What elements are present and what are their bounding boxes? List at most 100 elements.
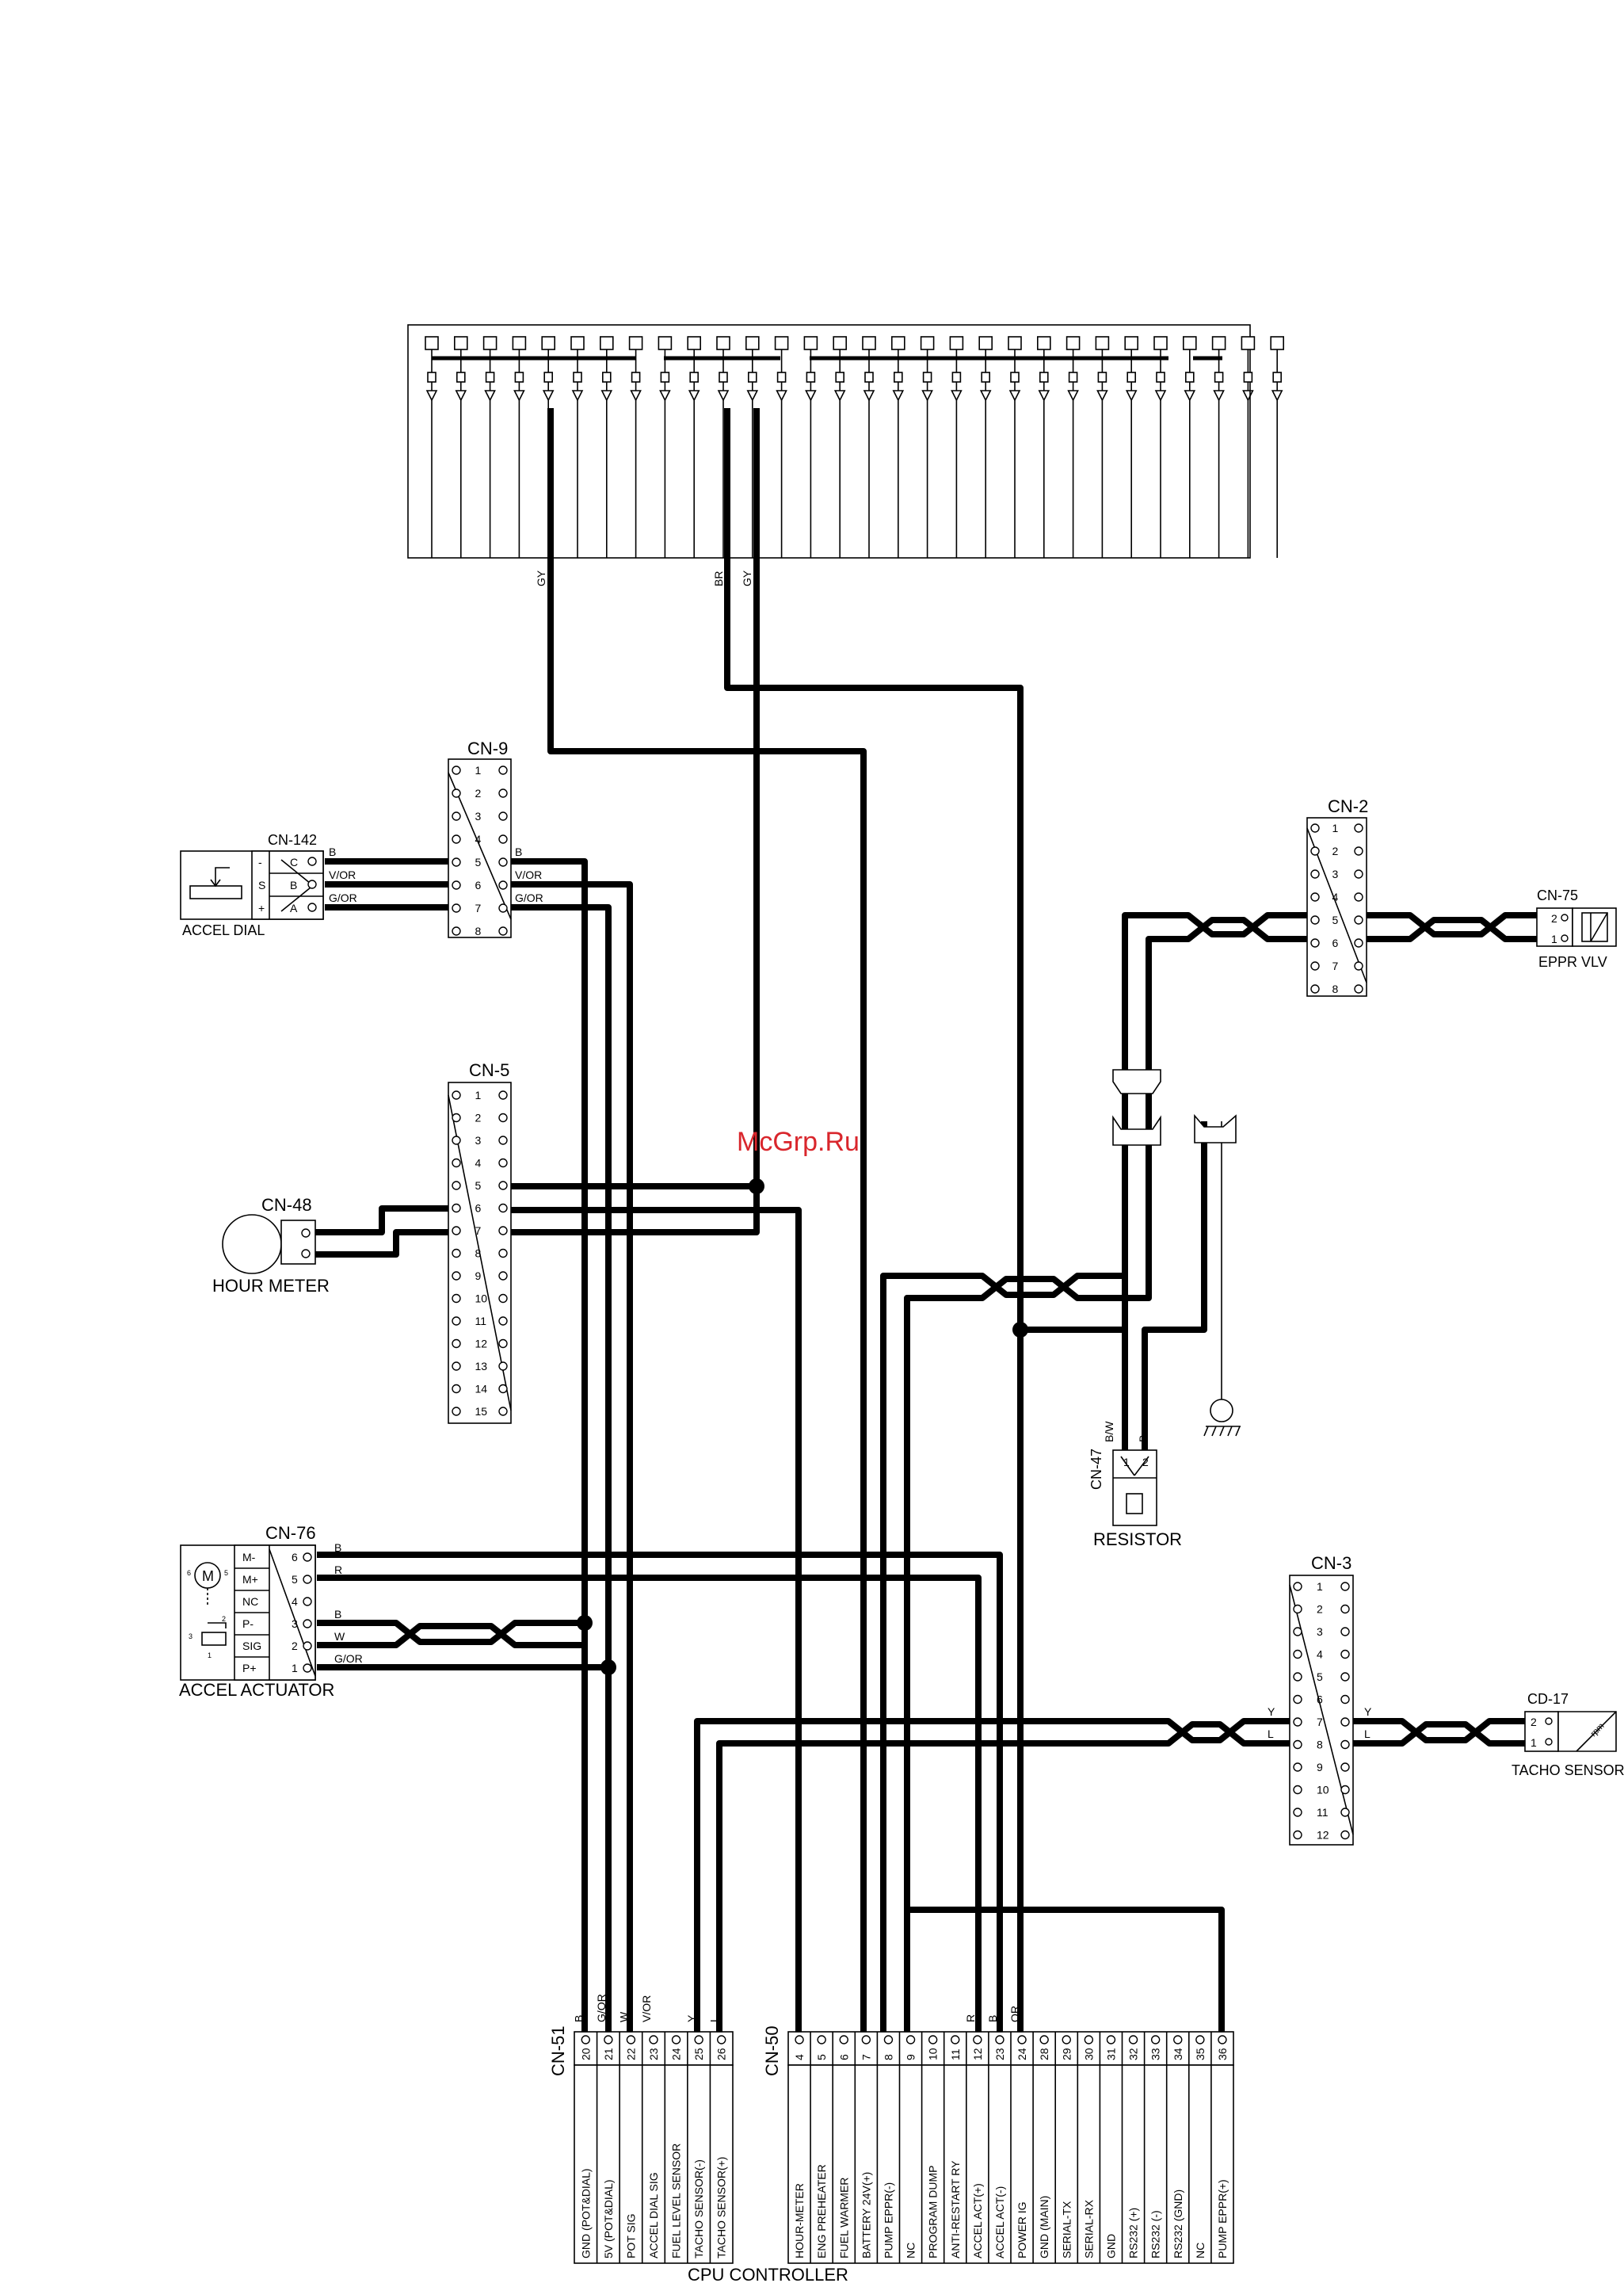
fuse-terminal <box>745 336 760 350</box>
cn5-pin-number: 11 <box>475 1315 487 1327</box>
cd17-pin-2: 2 <box>1531 1716 1537 1728</box>
fuse-terminal <box>978 336 993 350</box>
cn50-pin-number: 29 <box>1060 2048 1073 2060</box>
cn50-pin-hole <box>1062 2035 1071 2044</box>
fuse-element <box>864 372 874 383</box>
cn9-label: CN-9 <box>467 739 508 758</box>
fuse-element <box>1010 372 1020 383</box>
cn2-pin-hole <box>1354 869 1363 879</box>
cn5-pin-number: 12 <box>475 1338 488 1350</box>
cn3-pin-hole <box>1293 1717 1302 1727</box>
cn50-pin-name: ANTI-RESTART RY <box>949 2160 962 2258</box>
cn3-pin-hole <box>1340 1785 1350 1795</box>
cn76-pin-hole <box>303 1663 312 1673</box>
cn2-pin-hole <box>1354 961 1363 971</box>
cn5-pin-hole <box>452 1271 461 1281</box>
fuse-terminal <box>1066 336 1081 350</box>
cn50-pin-name: HOUR-METER <box>793 2183 806 2258</box>
cn50-pin-number: 8 <box>882 2054 894 2060</box>
fuse-terminal <box>541 336 556 350</box>
cn5-pin-number: 2 <box>475 1112 482 1124</box>
cn50-pin-hole <box>1173 2035 1183 2044</box>
fuse-element <box>747 372 757 383</box>
cn5-pin-hole <box>452 1361 461 1371</box>
cn76-signal-name: P+ <box>242 1662 257 1674</box>
cn50-pin-number: 35 <box>1194 2048 1207 2060</box>
accel-dial-label: ACCEL DIAL <box>182 922 265 938</box>
hour-meter: CN-48 HOUR METER <box>212 1195 330 1296</box>
cn5-pin-number: 3 <box>475 1134 482 1147</box>
cn5-pin-hole <box>452 1248 461 1258</box>
cn76-pin-number: 4 <box>292 1595 298 1608</box>
cn3-pin-number: 5 <box>1317 1670 1323 1683</box>
cn3-pin-hole <box>1340 1604 1350 1614</box>
cn9-pin-number: 6 <box>475 879 482 891</box>
cn9-pin-hole <box>498 834 508 844</box>
cn3-pin-hole <box>1293 1739 1302 1750</box>
cn51-pin-name: TACHO SENSOR(-) <box>692 2159 705 2258</box>
cn5-pin-number: 5 <box>475 1179 482 1192</box>
cn5-pin-hole <box>452 1407 461 1416</box>
cn50-wire-color: R <box>964 2014 977 2022</box>
resistor-label: RESISTOR <box>1093 1529 1182 1549</box>
actuator-pot-icon: 2 3 1 <box>189 1615 227 1659</box>
cn3-label: CN-3 <box>1311 1553 1351 1573</box>
cn51-pin-hole <box>717 2035 726 2044</box>
cn3-pin-hole <box>1340 1627 1350 1636</box>
cn3-pin-number: 3 <box>1317 1625 1323 1638</box>
pot-pin-3: 3 <box>189 1632 193 1640</box>
cn51-pin-number: 20 <box>579 2048 592 2060</box>
cn3-pin-hole <box>1340 1762 1350 1772</box>
cn142-wire-b: B <box>329 846 336 858</box>
cn9-pin-number: 8 <box>475 925 482 937</box>
cn50-pin-name: ENG PREHEATER <box>815 2164 828 2258</box>
fuse-box <box>407 324 1284 559</box>
fuse-terminal <box>512 336 527 350</box>
cn50-pin-number: 33 <box>1149 2048 1162 2060</box>
cn2-pin-hole <box>1310 961 1320 971</box>
cn5-pin-hole <box>498 1181 508 1190</box>
cn51-wire-color: Y <box>685 2014 698 2022</box>
cn51-pin-number: 22 <box>624 2048 637 2060</box>
fuse-terminal <box>1241 336 1256 350</box>
cn50-pin-number: 12 <box>971 2048 984 2060</box>
cn47-wire-bw: B/W <box>1103 1421 1115 1442</box>
cn51-wire-color: W <box>617 2011 630 2022</box>
cn2-pin-number: 5 <box>1332 914 1339 926</box>
cn3-pin-hole <box>1293 1694 1302 1705</box>
fuse-element <box>1214 372 1224 383</box>
cn76-pin-number: 2 <box>292 1640 298 1652</box>
cpu-controller-label: CPU CONTROLLER <box>688 2265 848 2283</box>
cn5-pin-number: 10 <box>475 1292 488 1305</box>
cn5-pin-hole <box>452 1384 461 1394</box>
cn51-wire-color: V/OR <box>640 1995 653 2022</box>
fuse-element <box>1185 372 1195 383</box>
cn3-pin-hole <box>1340 1830 1350 1840</box>
cn5-pin-number: 8 <box>475 1247 482 1260</box>
cn76-signal-name: P- <box>242 1617 254 1630</box>
fuse-element <box>427 372 436 383</box>
cn76-pin-hole <box>303 1552 312 1562</box>
fuse-element <box>981 372 990 383</box>
cn9-pin-hole <box>498 926 508 936</box>
cn2-pin-number: 2 <box>1332 845 1339 857</box>
eppr-valve: CN-75 2 1 EPPR VLV <box>1536 888 1617 970</box>
cn142-pin-a: A <box>290 902 298 914</box>
cn9-pin-hole <box>498 857 508 867</box>
cn76-wire-color: R <box>334 1563 342 1576</box>
cn9-pin-hole <box>498 765 508 775</box>
fuse-terminal <box>1124 336 1138 350</box>
accel-actuator-label: ACCEL ACTUATOR <box>179 1680 334 1700</box>
cn50-pin-number: 36 <box>1216 2048 1229 2060</box>
cn48-label: CN-48 <box>261 1195 312 1215</box>
cn5-pin-hole <box>452 1136 461 1145</box>
cn75-label: CN-75 <box>1537 888 1578 903</box>
cn9-wire-vor: V/OR <box>515 869 542 881</box>
cn51-wire-color: B <box>572 2015 585 2022</box>
cn50-pin-hole <box>1084 2035 1094 2044</box>
cn50-wire-color: OR <box>1008 2006 1021 2022</box>
cn3-pin-hole <box>1340 1672 1350 1682</box>
cn51-pin-number: 24 <box>670 2048 683 2060</box>
